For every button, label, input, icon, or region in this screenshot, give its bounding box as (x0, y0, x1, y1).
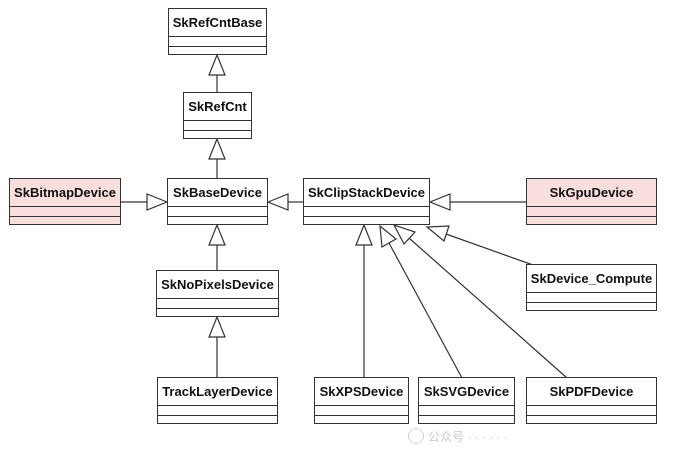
class-skbitmapdevice: SkBitmapDevice (9, 178, 121, 225)
attributes-section (527, 207, 656, 217)
class-name: SkXPSDevice (315, 378, 408, 406)
attributes-section (169, 37, 266, 47)
class-name: SkNoPixelsDevice (157, 271, 278, 299)
arrowhead-clipstack-svg (379, 224, 398, 248)
attributes-section (158, 406, 277, 416)
class-name: SkBaseDevice (168, 179, 267, 207)
attributes-section (168, 207, 267, 217)
methods-section (419, 416, 514, 425)
class-skrefcntbase: SkRefCntBase (168, 8, 267, 55)
class-sknopixelsdevice: SkNoPixelsDevice (156, 270, 279, 317)
class-name: SkPDFDevice (527, 378, 656, 406)
attributes-section (315, 406, 408, 416)
arrowhead-nopixels (208, 315, 226, 338)
watermark-text: 公众号 · · · · · · (428, 430, 508, 444)
methods-section (527, 217, 656, 226)
methods-section (184, 131, 251, 140)
class-name: SkBitmapDevice (10, 179, 120, 207)
arrowhead-basedevice-bottom (208, 223, 226, 246)
class-name: SkRefCnt (184, 93, 251, 121)
methods-section (10, 217, 120, 226)
attributes-section (527, 406, 656, 416)
arrowhead-clipstack-right (428, 193, 451, 211)
methods-section (158, 416, 277, 425)
methods-section (315, 416, 408, 425)
attributes-section (527, 293, 656, 303)
class-skdevice-compute: SkDevice_Compute (526, 264, 657, 311)
attributes-section (184, 121, 251, 131)
attributes-section (304, 207, 429, 217)
edge-pdf-clipstack (408, 237, 568, 379)
edge-svg-clipstack (388, 242, 463, 379)
class-name: TrackLayerDevice (158, 378, 277, 406)
wechat-logo-icon (408, 428, 424, 444)
methods-section (527, 303, 656, 312)
arrowhead-basedevice-left (146, 193, 169, 211)
arrowhead-basedevice-right (266, 193, 289, 211)
class-name: SkClipStackDevice (304, 179, 429, 207)
class-skgpudevice: SkGpuDevice (526, 178, 657, 225)
class-skxpsdevice: SkXPSDevice (314, 377, 409, 424)
class-skclipstackdevice: SkClipStackDevice (303, 178, 430, 225)
class-skpdfdevice: SkPDFDevice (526, 377, 657, 424)
methods-section (157, 309, 278, 318)
arrowhead-refcnt (208, 137, 226, 160)
methods-section (169, 47, 266, 56)
class-skrefcnt: SkRefCnt (183, 92, 252, 139)
attributes-section (157, 299, 278, 309)
class-name: SkDevice_Compute (527, 265, 656, 293)
arrowhead-refcntbase (208, 53, 226, 76)
arrowhead-clipstack-pdf (392, 223, 417, 246)
watermark: 公众号 · · · · · · (408, 428, 508, 445)
class-name: SkRefCntBase (169, 9, 266, 37)
attributes-section (419, 406, 514, 416)
arrowhead-clipstack-xps (355, 223, 373, 246)
class-name: SkSVGDevice (419, 378, 514, 406)
methods-section (168, 217, 267, 226)
class-skbasedevice: SkBaseDevice (167, 178, 268, 225)
class-tracklayerdevice: TrackLayerDevice (157, 377, 278, 424)
class-sksvgdevice: SkSVGDevice (418, 377, 515, 424)
arrowhead-clipstack-compute (425, 225, 450, 243)
attributes-section (10, 207, 120, 217)
edge-compute-clipstack (445, 233, 534, 266)
methods-section (527, 416, 656, 425)
class-name: SkGpuDevice (527, 179, 656, 207)
methods-section (304, 217, 429, 226)
